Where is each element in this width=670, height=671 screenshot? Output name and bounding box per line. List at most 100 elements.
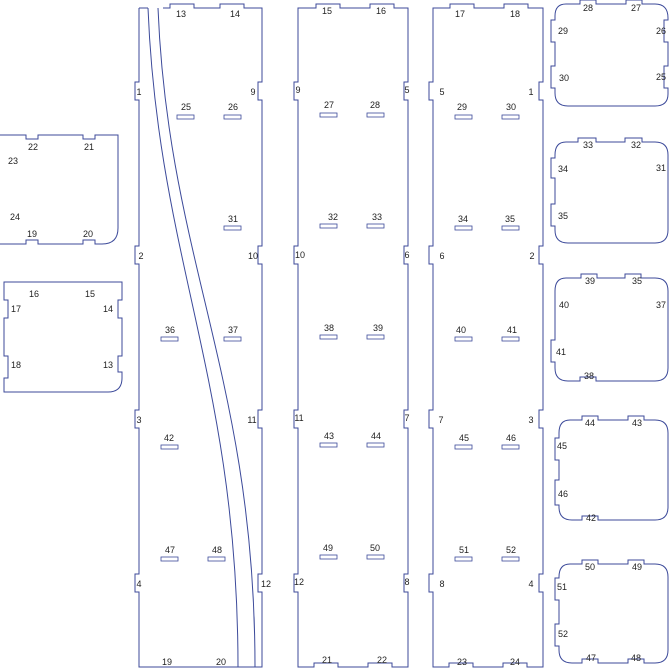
label-26-f: 26 <box>656 26 666 36</box>
label-50-d: 50 <box>370 543 380 553</box>
panel-g-right-2: 33 32 34 31 35 <box>550 137 669 244</box>
label-45-e: 45 <box>459 433 469 443</box>
label-30-e: 30 <box>506 102 516 112</box>
slot <box>366 442 385 448</box>
slot <box>501 556 520 562</box>
curved-strip-right <box>157 7 256 668</box>
label-17: 17 <box>11 304 21 314</box>
label-6-e: 6 <box>439 251 444 261</box>
slot <box>319 554 338 560</box>
label-10-c: 10 <box>248 251 258 261</box>
label-51-j: 51 <box>557 582 567 592</box>
curved-strips <box>147 7 256 668</box>
label-31-c: 31 <box>228 214 238 224</box>
panel-a-outline <box>0 134 119 245</box>
label-49-d: 49 <box>323 543 333 553</box>
label-48-c: 48 <box>212 545 222 555</box>
label-39-h: 39 <box>585 276 595 286</box>
label-3: 3 <box>136 415 141 425</box>
panel-h-right-3: 39 35 40 37 41 38 <box>550 273 669 382</box>
slot <box>454 336 473 342</box>
slot <box>454 444 473 450</box>
panel-e-outline <box>428 3 544 668</box>
panel-d-outline <box>293 3 409 668</box>
label-14: 14 <box>103 304 113 314</box>
label-46-i: 46 <box>558 489 568 499</box>
label-1-e: 1 <box>528 87 533 97</box>
label-22-d: 22 <box>377 655 387 665</box>
slot <box>207 556 226 562</box>
label-23-e: 23 <box>457 657 467 667</box>
label-42-c: 42 <box>164 433 174 443</box>
label-43-d: 43 <box>324 431 334 441</box>
slot <box>366 112 385 118</box>
label-17-e: 17 <box>455 9 465 19</box>
label-32-d: 32 <box>328 212 338 222</box>
label-37-c: 37 <box>228 325 238 335</box>
label-2: 2 <box>138 251 143 261</box>
label-41-e: 41 <box>507 325 517 335</box>
strip-1-outline <box>134 7 238 668</box>
slot <box>176 114 195 120</box>
label-27-f: 27 <box>631 3 641 13</box>
label-28-d: 28 <box>370 100 380 110</box>
slot <box>501 444 520 450</box>
label-18-e: 18 <box>510 9 520 19</box>
label-21: 21 <box>84 142 94 152</box>
panel-g-outline <box>550 137 669 244</box>
slot <box>454 225 473 231</box>
label-51-e: 51 <box>459 545 469 555</box>
slot <box>319 334 338 340</box>
label-40-h: 40 <box>559 300 569 310</box>
label-48-j: 48 <box>631 653 641 663</box>
label-18: 18 <box>11 360 21 370</box>
slot <box>501 225 520 231</box>
slot <box>366 554 385 560</box>
label-20: 20 <box>83 229 93 239</box>
label-31-g: 31 <box>656 163 666 173</box>
label-24: 24 <box>10 212 20 222</box>
label-33-g: 33 <box>583 140 593 150</box>
slot <box>160 336 179 342</box>
label-38-h: 38 <box>584 371 594 381</box>
label-23: 23 <box>8 156 18 166</box>
label-5-d: 5 <box>404 85 409 95</box>
label-44-i: 44 <box>585 418 595 428</box>
label-3-e: 3 <box>528 415 533 425</box>
label-29-f: 29 <box>558 26 568 36</box>
label-27-d: 27 <box>324 100 334 110</box>
label-24-e: 24 <box>510 657 520 667</box>
panel-c-outline <box>163 3 263 668</box>
label-35-g: 35 <box>558 211 568 221</box>
label-8-d: 8 <box>404 577 409 587</box>
slot <box>454 114 473 120</box>
label-13-c: 13 <box>176 9 186 19</box>
slot <box>366 223 385 229</box>
label-15: 15 <box>85 289 95 299</box>
label-25-f: 25 <box>656 72 666 82</box>
label-32-g: 32 <box>631 140 641 150</box>
label-19: 19 <box>27 229 37 239</box>
label-8-e: 8 <box>439 579 444 589</box>
label-49-j: 49 <box>632 562 642 572</box>
label-26-c: 26 <box>228 102 238 112</box>
label-40-e: 40 <box>456 325 466 335</box>
label-15-d: 15 <box>322 6 332 16</box>
label-44-d: 44 <box>371 431 381 441</box>
label-11-d: 11 <box>294 413 303 423</box>
slot <box>319 442 338 448</box>
panel-b-outline <box>3 281 123 393</box>
label-16: 16 <box>29 289 39 299</box>
label-34-e: 34 <box>458 214 468 224</box>
label-5-e: 5 <box>439 87 444 97</box>
label-37-h: 37 <box>656 300 666 310</box>
label-36-c: 36 <box>165 325 175 335</box>
label-38-d: 38 <box>324 323 334 333</box>
label-47-j: 47 <box>586 653 596 663</box>
panel-b-small: 16 15 17 14 18 13 <box>3 281 123 393</box>
label-30-f: 30 <box>559 73 569 83</box>
label-1: 1 <box>136 87 141 97</box>
label-10-d: 10 <box>295 250 305 260</box>
